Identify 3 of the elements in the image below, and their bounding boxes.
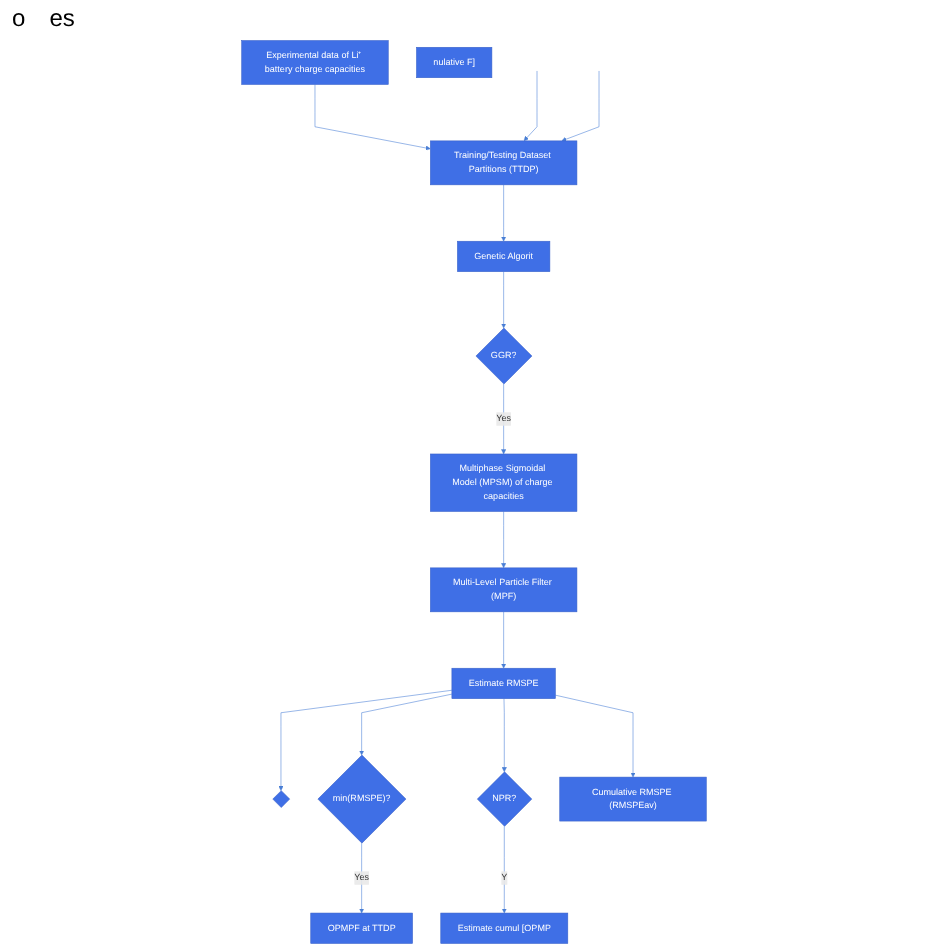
edge-label-text: es <box>49 4 75 32</box>
edge-label-text: o <box>12 4 26 32</box>
node-diamond <box>272 790 290 808</box>
